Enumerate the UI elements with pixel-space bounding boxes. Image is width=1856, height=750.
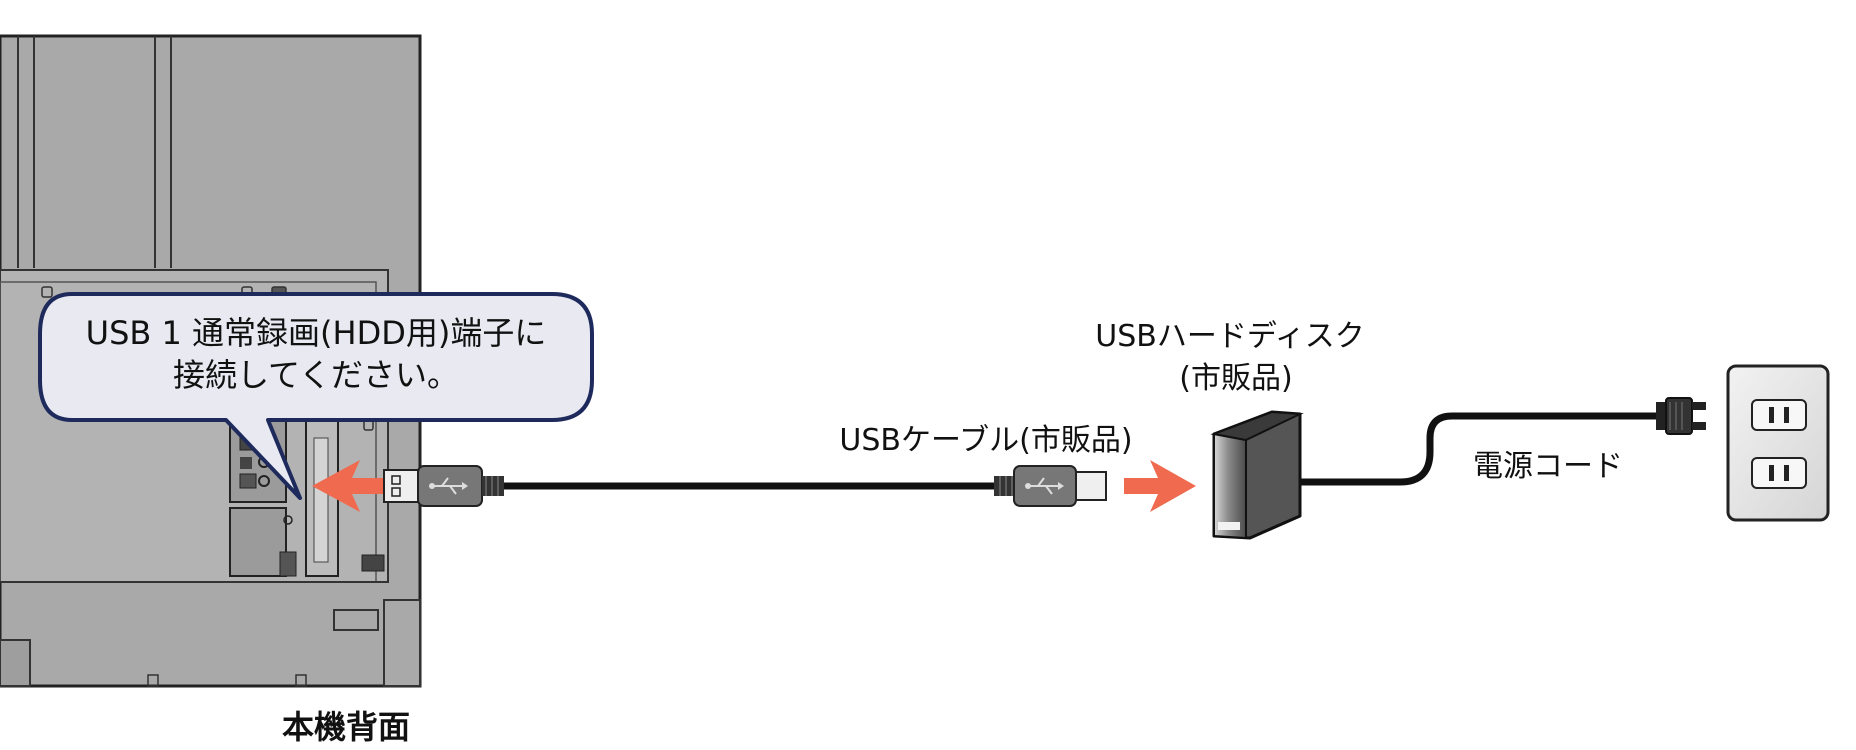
arrow-left-icon	[312, 460, 388, 512]
outlet-socket-bottom	[1751, 457, 1807, 489]
wall-outlet	[1726, 364, 1830, 522]
label-hdd-line-1: USBハードディスク	[1095, 319, 1364, 354]
label-usb-cable: USBケーブル(市販品)	[839, 423, 1132, 458]
power-cord	[1300, 397, 1706, 486]
usb-symbol-icon	[1025, 477, 1064, 495]
callout-line-1: USB 1 通常録画(HDD用)端子に	[86, 314, 547, 352]
power-plug-icon	[1656, 397, 1706, 435]
usb-cable	[383, 465, 1107, 507]
outlet-socket-top	[1751, 399, 1807, 431]
usb-hard-disk	[1210, 410, 1304, 540]
arrow-right-icon	[1124, 460, 1196, 512]
callout-bubble: USB 1 通常録画(HDD用)端子に 接続してください。	[38, 292, 594, 500]
label-hdd-line-2: (市販品)	[1179, 361, 1292, 396]
usb-b-connector	[994, 465, 1107, 507]
usb-a-connector	[383, 465, 504, 507]
label-power-cord: 電源コード	[1473, 449, 1623, 484]
usb-symbol-icon	[429, 477, 468, 495]
callout-line-2: 接続してください。	[173, 356, 459, 394]
label-tv-back: 本機背面	[282, 708, 410, 746]
